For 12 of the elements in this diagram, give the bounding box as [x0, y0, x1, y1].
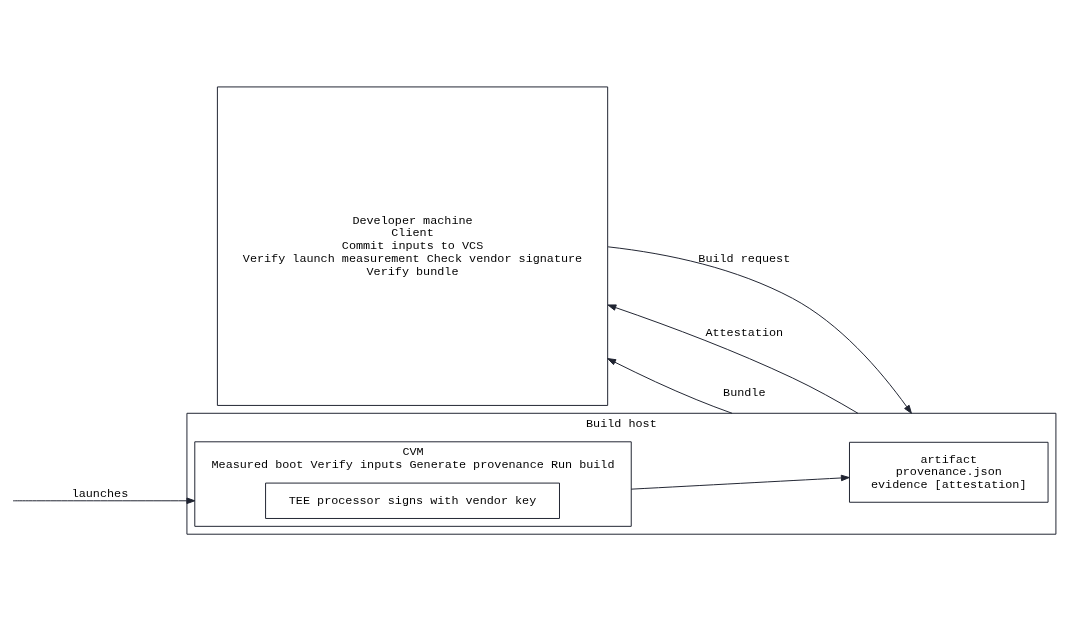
edge-label: Bundle — [723, 385, 766, 400]
arrow — [630, 474, 850, 490]
edge-label: Attestation — [705, 325, 784, 340]
arrow — [607, 245, 912, 414]
node-box: TEE processor signs with vendor key — [265, 482, 560, 519]
arrow — [12, 497, 196, 504]
arrow — [607, 357, 733, 414]
node-box: Developer machine Client Commit inputs to VCS Verify launch measurement Check vendor signature Verify bundle — [216, 85, 609, 406]
edge-label: Build request — [698, 251, 791, 266]
arrow — [607, 303, 859, 414]
node-box: artifact provenance.json evidence [attestation] — [849, 441, 1049, 503]
edge-label: launches — [71, 486, 129, 501]
